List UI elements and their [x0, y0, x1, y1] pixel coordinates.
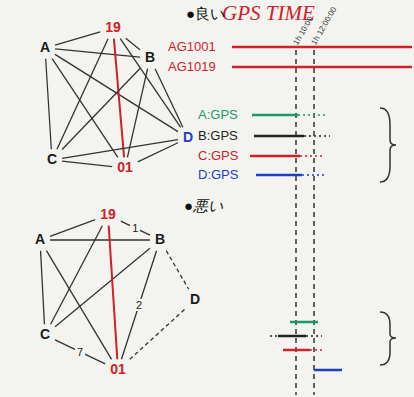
point-name: 01	[117, 159, 133, 175]
note-label: A:GPS	[198, 108, 238, 122]
survey-point: B	[142, 49, 158, 66]
point-name: 19	[105, 19, 121, 35]
point-name: 01	[110, 361, 126, 377]
point-name: A	[35, 231, 45, 247]
dashed-baseline	[166, 251, 189, 290]
survey-point: A	[32, 231, 48, 248]
baseline	[57, 39, 108, 150]
point-name: B	[145, 49, 155, 65]
survey-point: 01	[114, 159, 136, 176]
baseline	[109, 226, 118, 360]
note-label: B:GPS	[198, 129, 238, 143]
point-name: C	[40, 326, 50, 342]
point-name: D	[183, 129, 193, 145]
baseline	[41, 251, 45, 325]
baseline	[55, 340, 105, 364]
baseline	[127, 69, 147, 158]
survey-point: 19	[102, 19, 124, 36]
baseline	[62, 140, 178, 159]
title: GPS TIME	[222, 2, 315, 25]
edge-number: 2	[134, 299, 144, 311]
baseline	[126, 38, 140, 49]
survey-point: C	[37, 326, 53, 343]
baseline	[46, 251, 111, 360]
note-label: D:GPS	[198, 168, 238, 182]
survey-point: C	[44, 151, 60, 168]
baseline	[46, 59, 52, 150]
point-name: D	[190, 291, 200, 307]
edge-number: 7	[75, 346, 85, 358]
baseline	[155, 69, 183, 128]
edge-number: 1	[130, 222, 140, 234]
point-name: C	[47, 151, 57, 167]
baseline	[138, 143, 178, 162]
baseline	[121, 221, 150, 235]
survey-point: B	[152, 231, 168, 248]
point-name: B	[155, 231, 165, 247]
baseline	[62, 161, 112, 166]
dashed-baseline	[130, 309, 185, 359]
note-label: C:GPS	[198, 149, 238, 163]
baseline	[50, 239, 150, 240]
survey-point: D	[187, 291, 203, 308]
point-name: A	[40, 39, 50, 55]
note-label: ●良い	[186, 6, 225, 23]
note-label: ●悪い	[184, 198, 223, 215]
baseline	[114, 39, 124, 158]
note-label: AG1001	[168, 40, 216, 54]
point-name: 19	[100, 206, 116, 222]
baseline	[52, 59, 118, 158]
baseline	[121, 251, 156, 360]
survey-point: A	[37, 39, 53, 56]
survey-point: 01	[107, 361, 129, 378]
baseline	[55, 32, 100, 45]
survey-point: D	[180, 129, 196, 146]
baseline	[55, 49, 140, 57]
survey-point: 19	[97, 206, 119, 223]
note-label: AG1019	[168, 60, 216, 74]
baseline	[50, 220, 95, 237]
baseline	[62, 68, 140, 149]
